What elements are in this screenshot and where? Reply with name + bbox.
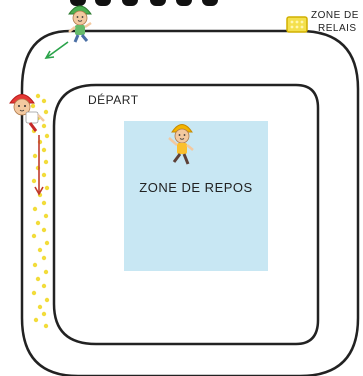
direction-arrow bbox=[34, 135, 44, 196]
rest-zone bbox=[124, 121, 268, 271]
red-helmet-child-icon bbox=[9, 94, 45, 132]
yellow-helmet-child-icon bbox=[168, 124, 194, 165]
handoff-arrow bbox=[44, 41, 69, 59]
legend-line2: RELAIS bbox=[318, 23, 357, 34]
start-label: DÉPART bbox=[88, 92, 139, 107]
legend-line1: ZONE DE bbox=[311, 10, 359, 21]
inner-track bbox=[52, 83, 320, 346]
legend-swatch bbox=[286, 16, 308, 33]
title-fragment bbox=[70, 0, 218, 6]
legend: ZONE DE RELAIS bbox=[286, 10, 359, 34]
green-helmet-child-icon bbox=[68, 5, 92, 43]
rest-zone-label: ZONE DE REPOS bbox=[139, 180, 252, 195]
